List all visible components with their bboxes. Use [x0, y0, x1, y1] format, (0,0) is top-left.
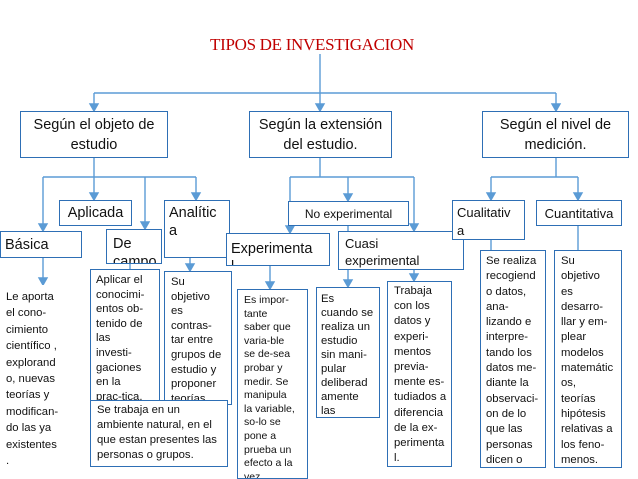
node-segun-nivel: Según el nivel de medición.	[482, 111, 629, 158]
diagram-title: TIPOS DE INVESTIGACION	[210, 35, 414, 54]
node-de-campo-label: De campo	[113, 236, 157, 264]
desc-cualitativa-text: Se realiza recogiend o datos, ana- lizan…	[486, 255, 539, 466]
desc-experimental-text: Es impor- tante saber que varia-ble se d…	[244, 294, 295, 479]
node-basica-label: Básica	[5, 237, 49, 253]
desc-de-campo-text: Se trabaja en un ambiente natural, en el…	[97, 404, 217, 461]
node-aplicada-label: Aplicada	[67, 205, 124, 221]
desc-analitica: Su objetivo es contras- tar entre grupos…	[164, 271, 232, 405]
desc-aplicada-text: Aplicar el conocimi- entos ob- tenido de…	[96, 274, 145, 403]
desc-analitica-text: Su objetivo es contras- tar entre grupos…	[171, 276, 222, 405]
desc-experimental: Es impor- tante saber que varia-ble se d…	[237, 289, 308, 479]
node-aplicada: Aplicada	[59, 200, 132, 226]
node-cuantitativa: Cuantitativa	[536, 200, 622, 226]
node-segun-extension-label: Según la extensión del estudio.	[258, 117, 383, 153]
node-segun-objeto-label: Según el objeto de estudio	[33, 117, 155, 153]
node-analitica: Analític a	[164, 200, 230, 258]
node-cuasi-experimental: Cuasi experimental	[338, 231, 464, 270]
node-experimental: Experimenta l	[226, 233, 330, 266]
desc-aplicada: Aplicar el conocimi- entos ob- tenido de…	[90, 269, 160, 405]
desc-no-experimental-text: Es cuando se realiza un estudio sin mani…	[321, 293, 374, 417]
node-no-experimental-label: No experimental	[304, 207, 393, 221]
node-segun-objeto: Según el objeto de estudio	[20, 111, 168, 158]
desc-cuasi-experimental: Trabaja con los datos y experi- mentos p…	[387, 281, 452, 467]
node-cualitativa: Cualitativ a	[452, 200, 525, 240]
desc-de-campo: Se trabaja en un ambiente natural, en el…	[90, 400, 228, 467]
node-segun-nivel-label: Según el nivel de medición.	[499, 117, 612, 153]
desc-no-experimental: Es cuando se realiza un estudio sin mani…	[316, 287, 380, 418]
node-cualitativa-label: Cualitativ a	[457, 205, 511, 238]
desc-basica-text: Le aporta el cono- cimiento científico ,…	[6, 291, 59, 468]
node-basica: Básica	[0, 231, 82, 258]
node-de-campo: De campo	[106, 229, 162, 264]
node-analitica-label: Analític a	[169, 205, 217, 239]
desc-cualitativa: Se realiza recogiend o datos, ana- lizan…	[480, 250, 546, 468]
node-cuantitativa-label: Cuantitativa	[544, 206, 614, 221]
desc-cuantitativa: Su objetivo es desarro- llar y em- plear…	[554, 250, 622, 468]
desc-cuantitativa-text: Su objetivo es desarro- llar y em- plear…	[561, 255, 614, 466]
node-experimental-label: Experimenta l	[231, 241, 313, 265]
desc-cuasi-experimental-text: Trabaja con los datos y experi- mentos p…	[394, 285, 447, 465]
node-no-experimental: No experimental	[288, 201, 409, 226]
node-segun-extension: Según la extensión del estudio.	[249, 111, 392, 158]
desc-basica: Le aporta el cono- cimiento científico ,…	[0, 285, 78, 479]
node-cuasi-experimental-label: Cuasi experimental	[345, 236, 420, 268]
